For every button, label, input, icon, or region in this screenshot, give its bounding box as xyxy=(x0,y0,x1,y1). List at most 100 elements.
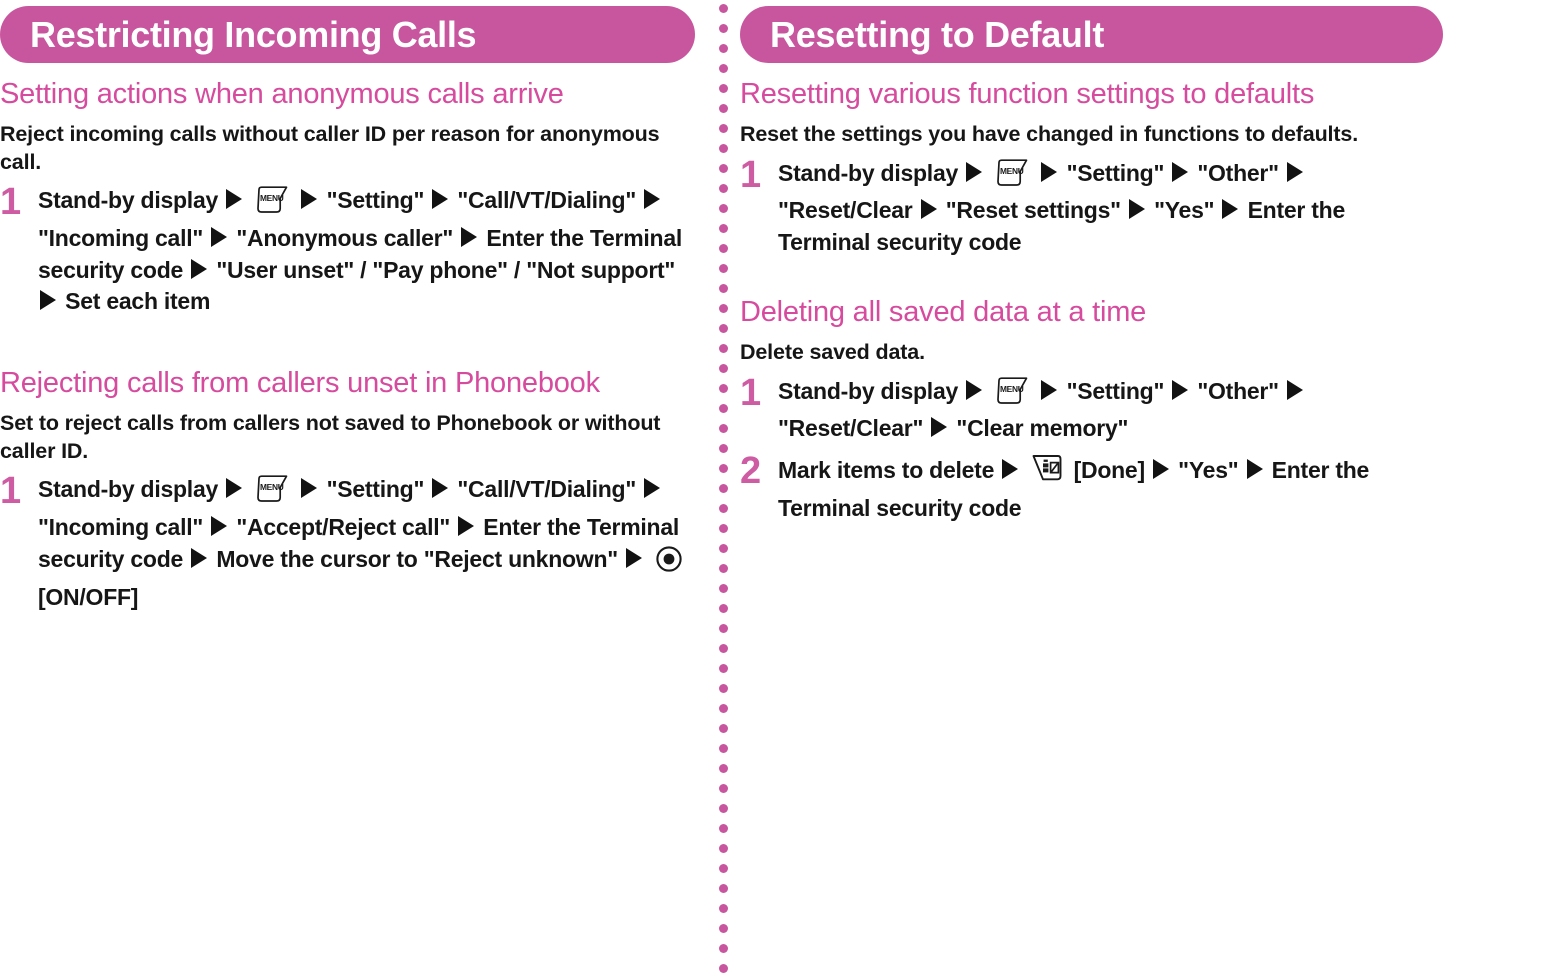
left-section-1-lead: Reject incoming calls without caller ID … xyxy=(0,122,660,174)
divider-dot xyxy=(719,604,728,613)
arrow-triangle-icon xyxy=(931,417,948,438)
divider-dot xyxy=(719,444,728,453)
arrow-triangle-icon xyxy=(966,379,983,400)
arrow-triangle-icon xyxy=(1246,459,1263,480)
fragment-standby-display: Stand-by display xyxy=(38,476,219,503)
arrow-triangle-icon xyxy=(461,226,478,247)
menu-key-icon: MENU xyxy=(255,475,289,512)
fragment-setting: "Setting" xyxy=(1066,377,1165,404)
divider-dot xyxy=(719,684,728,693)
divider-dot xyxy=(719,584,728,593)
arrow-triangle-icon xyxy=(626,547,643,568)
arrow-triangle-icon xyxy=(1222,199,1239,220)
step-text: Stand-by display MENU "Setting" "Call/VT… xyxy=(38,472,700,613)
spacer xyxy=(0,318,700,352)
arrow-triangle-icon xyxy=(966,161,983,182)
arrow-triangle-icon xyxy=(1041,161,1058,182)
right-section-banner: Resetting to Default xyxy=(740,6,1443,63)
fragment-reset-clear: "Reset/Clear" xyxy=(778,415,924,442)
column-divider xyxy=(719,0,728,975)
divider-dot xyxy=(719,824,728,833)
divider-dot xyxy=(719,724,728,733)
arrow-triangle-icon xyxy=(226,189,243,210)
fragment-incoming-call: "Incoming call" xyxy=(38,224,204,251)
step-number: 2 xyxy=(740,450,761,493)
divider-dot xyxy=(719,284,728,293)
fragment-call-vt-dialing: "Call/VT/Dialing" xyxy=(457,187,636,214)
fragment-terminal-security-code: Enter the Terminal security code xyxy=(778,457,1370,521)
svg-text:MENU: MENU xyxy=(260,482,284,492)
step-text: Stand-by display MENU "Setting" "Other" … xyxy=(778,374,1440,445)
divider-dot xyxy=(719,144,728,153)
arrow-triangle-icon xyxy=(211,516,228,537)
arrow-triangle-icon xyxy=(920,199,937,220)
divider-dot xyxy=(719,704,728,713)
arrow-triangle-icon xyxy=(458,516,475,537)
right-section-1-lead: Reset the settings you have changed in f… xyxy=(740,122,1359,147)
divider-dot xyxy=(719,124,728,133)
fragment-user-unset-options: "User unset" / "Pay phone" / "Not suppor… xyxy=(216,256,676,283)
left-section-2-heading: Rejecting calls from callers unset in Ph… xyxy=(0,367,600,400)
fragment-yes: "Yes" xyxy=(1154,197,1215,224)
right-section-2-heading: Deleting all saved data at a time xyxy=(740,295,1147,328)
fragment-reject-unknown: "Reject unknown" xyxy=(423,545,618,572)
fragment-other: "Other" xyxy=(1197,377,1279,404)
fragment-terminal-security-code: Enter the Terminal security code xyxy=(778,197,1346,256)
arrow-triangle-icon xyxy=(644,189,661,210)
left-section-2-step-1: 1 Stand-by display MENU "Setting" "Call/… xyxy=(0,472,700,613)
divider-dot xyxy=(719,244,728,253)
arrow-triangle-icon xyxy=(1172,379,1189,400)
divider-dot xyxy=(719,404,728,413)
menu-key-icon: MENU xyxy=(995,376,1029,414)
arrow-triangle-icon xyxy=(1128,199,1145,220)
fragment-setting: "Setting" xyxy=(1066,159,1165,186)
divider-dot xyxy=(719,344,728,353)
right-section-1-step-1: 1 Stand-by display MENU "Setting" "Other… xyxy=(740,156,1440,259)
divider-dot xyxy=(719,804,728,813)
divider-dot xyxy=(719,164,728,173)
divider-dot xyxy=(719,304,728,313)
fragment-other: "Other" xyxy=(1197,159,1279,186)
left-section-1-step-1: 1 Stand-by display MENU "Setting" "Call/… xyxy=(0,183,700,318)
divider-dot xyxy=(719,944,728,953)
divider-dot xyxy=(719,544,728,553)
svg-text:MENU: MENU xyxy=(1000,384,1024,394)
divider-dot xyxy=(719,644,728,653)
divider-dot xyxy=(719,464,728,473)
fragment-set-each-item: Set each item xyxy=(65,288,211,315)
divider-dot xyxy=(719,564,728,573)
svg-text:MENU: MENU xyxy=(1000,166,1024,176)
divider-dot xyxy=(719,64,728,73)
right-column: Resetting to Default Resetting various f… xyxy=(740,0,1443,525)
divider-dot xyxy=(719,524,728,533)
divider-dot xyxy=(719,864,728,873)
fragment-reset-settings: "Reset settings" xyxy=(945,197,1121,224)
divider-dot xyxy=(719,884,728,893)
fragment-terminal-security-code: Enter the Terminal security code xyxy=(38,514,680,572)
divider-dot xyxy=(719,844,728,853)
arrow-triangle-icon xyxy=(211,226,228,247)
divider-dot xyxy=(719,204,728,213)
fragment-incoming-call: "Incoming call" xyxy=(38,514,204,541)
divider-dot xyxy=(719,44,728,53)
divider-dot xyxy=(719,264,728,273)
divider-dot xyxy=(719,924,728,933)
fragment-accept-reject-call: "Accept/Reject call" xyxy=(236,514,451,541)
step-text: Stand-by display MENU "Setting" "Other" … xyxy=(778,156,1440,259)
arrow-triangle-icon xyxy=(40,290,56,311)
fragment-standby-display: Stand-by display xyxy=(38,187,219,214)
fragment-move-cursor-to: Move the cursor to xyxy=(216,545,418,572)
arrow-triangle-icon xyxy=(301,189,318,210)
fragment-standby-display: Stand-by display xyxy=(778,159,959,186)
divider-dot xyxy=(719,424,728,433)
divider-dot xyxy=(719,364,728,373)
menu-key-icon: MENU xyxy=(255,186,289,223)
arrow-triangle-icon xyxy=(191,547,208,568)
divider-dot xyxy=(719,784,728,793)
arrow-triangle-icon xyxy=(226,478,243,499)
fragment-on-off: [ON/OFF] xyxy=(38,583,139,610)
spacer xyxy=(740,259,1440,281)
step-text: Mark items to delete [Done] "Yes" xyxy=(778,452,1440,524)
step-number: 1 xyxy=(0,181,21,224)
center-select-key-icon xyxy=(655,545,683,582)
